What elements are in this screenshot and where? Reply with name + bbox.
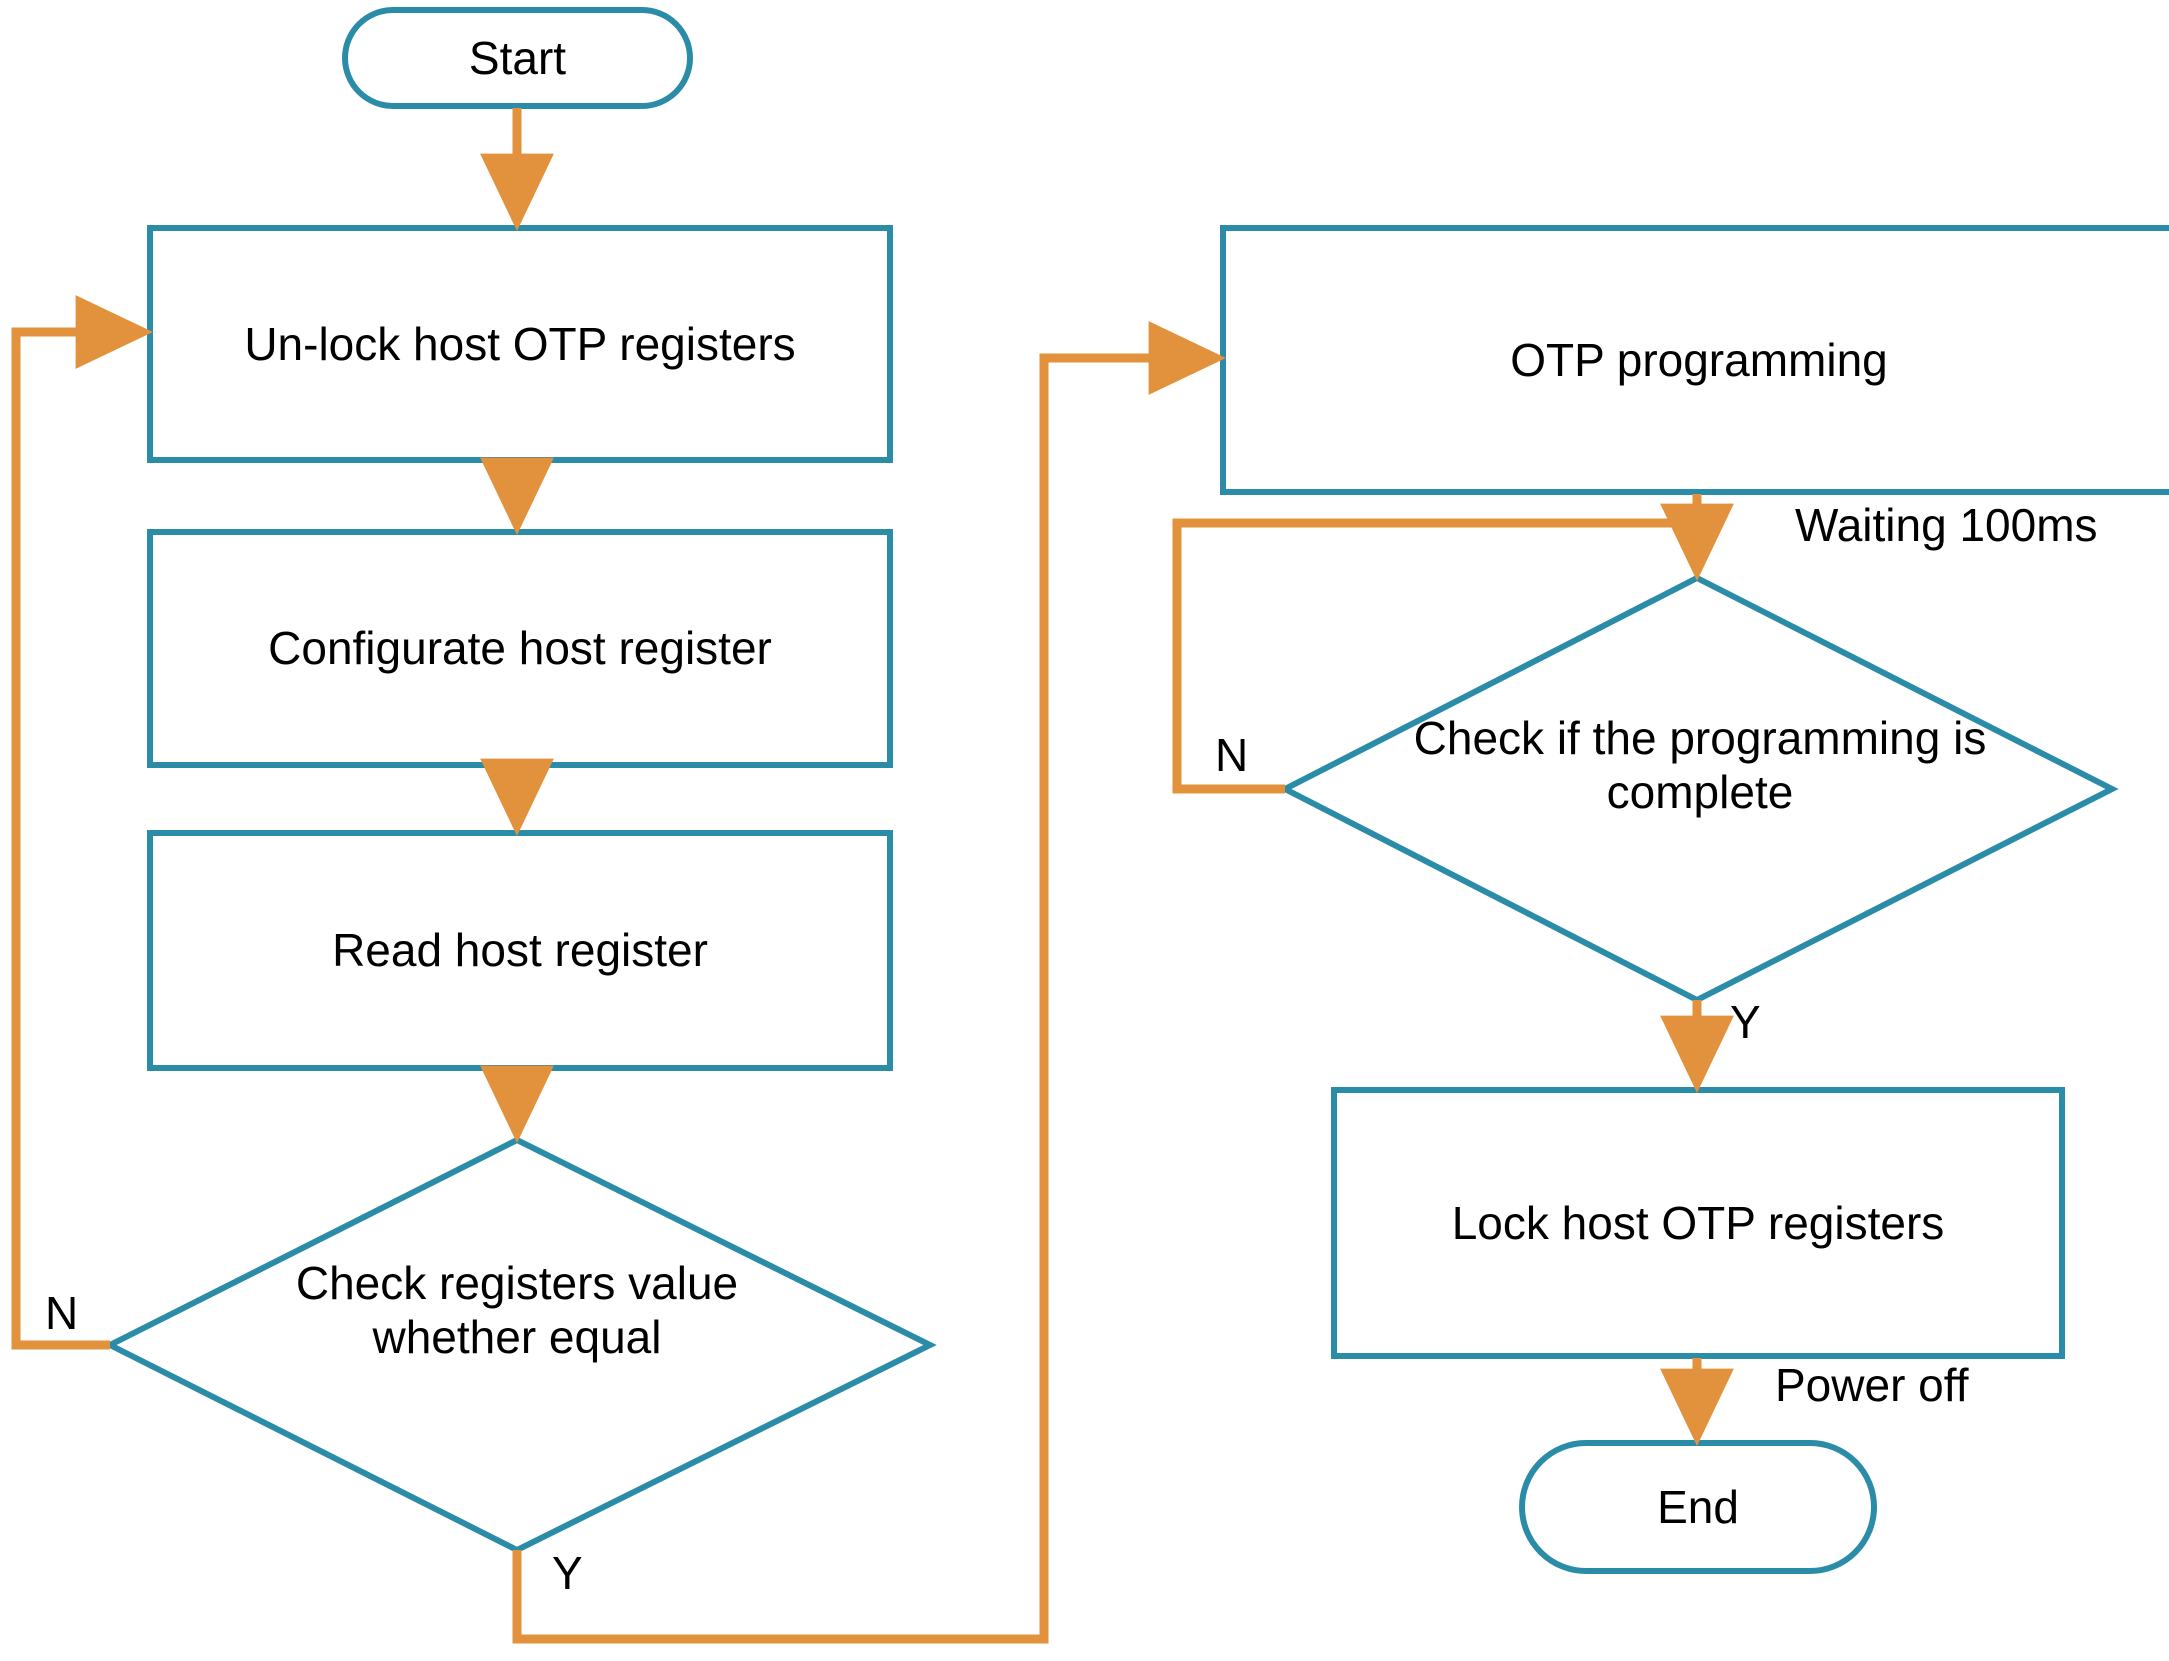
shape-configurate	[147, 529, 893, 768]
shape-read	[147, 830, 893, 1071]
shape-start	[342, 7, 693, 109]
shape-check-registers	[103, 1136, 937, 1554]
branch-label-check-registers-yes: Y	[552, 1547, 583, 1599]
edge-label-power-off: Power off	[1775, 1359, 1969, 1411]
branch-label-check-registers-no: N	[45, 1287, 79, 1339]
branch-label-check-programming-yes: Y	[1730, 996, 1761, 1048]
edge-check-programming-no-loop	[1172, 518, 1697, 794]
branch-label-check-programming-no: N	[1215, 729, 1249, 781]
shape-otp-programming	[1220, 225, 2169, 495]
shape-lock	[1331, 1087, 2065, 1359]
edge-check-registers-yes-to-otp	[512, 321, 1227, 1644]
edge-check-registers-no-loop	[11, 295, 154, 1350]
shape-check-programming	[1278, 574, 2119, 1004]
shape-end	[1519, 1440, 1877, 1574]
shape-unlock	[147, 225, 893, 463]
edge-label-waiting: Waiting 100ms	[1795, 499, 2098, 551]
